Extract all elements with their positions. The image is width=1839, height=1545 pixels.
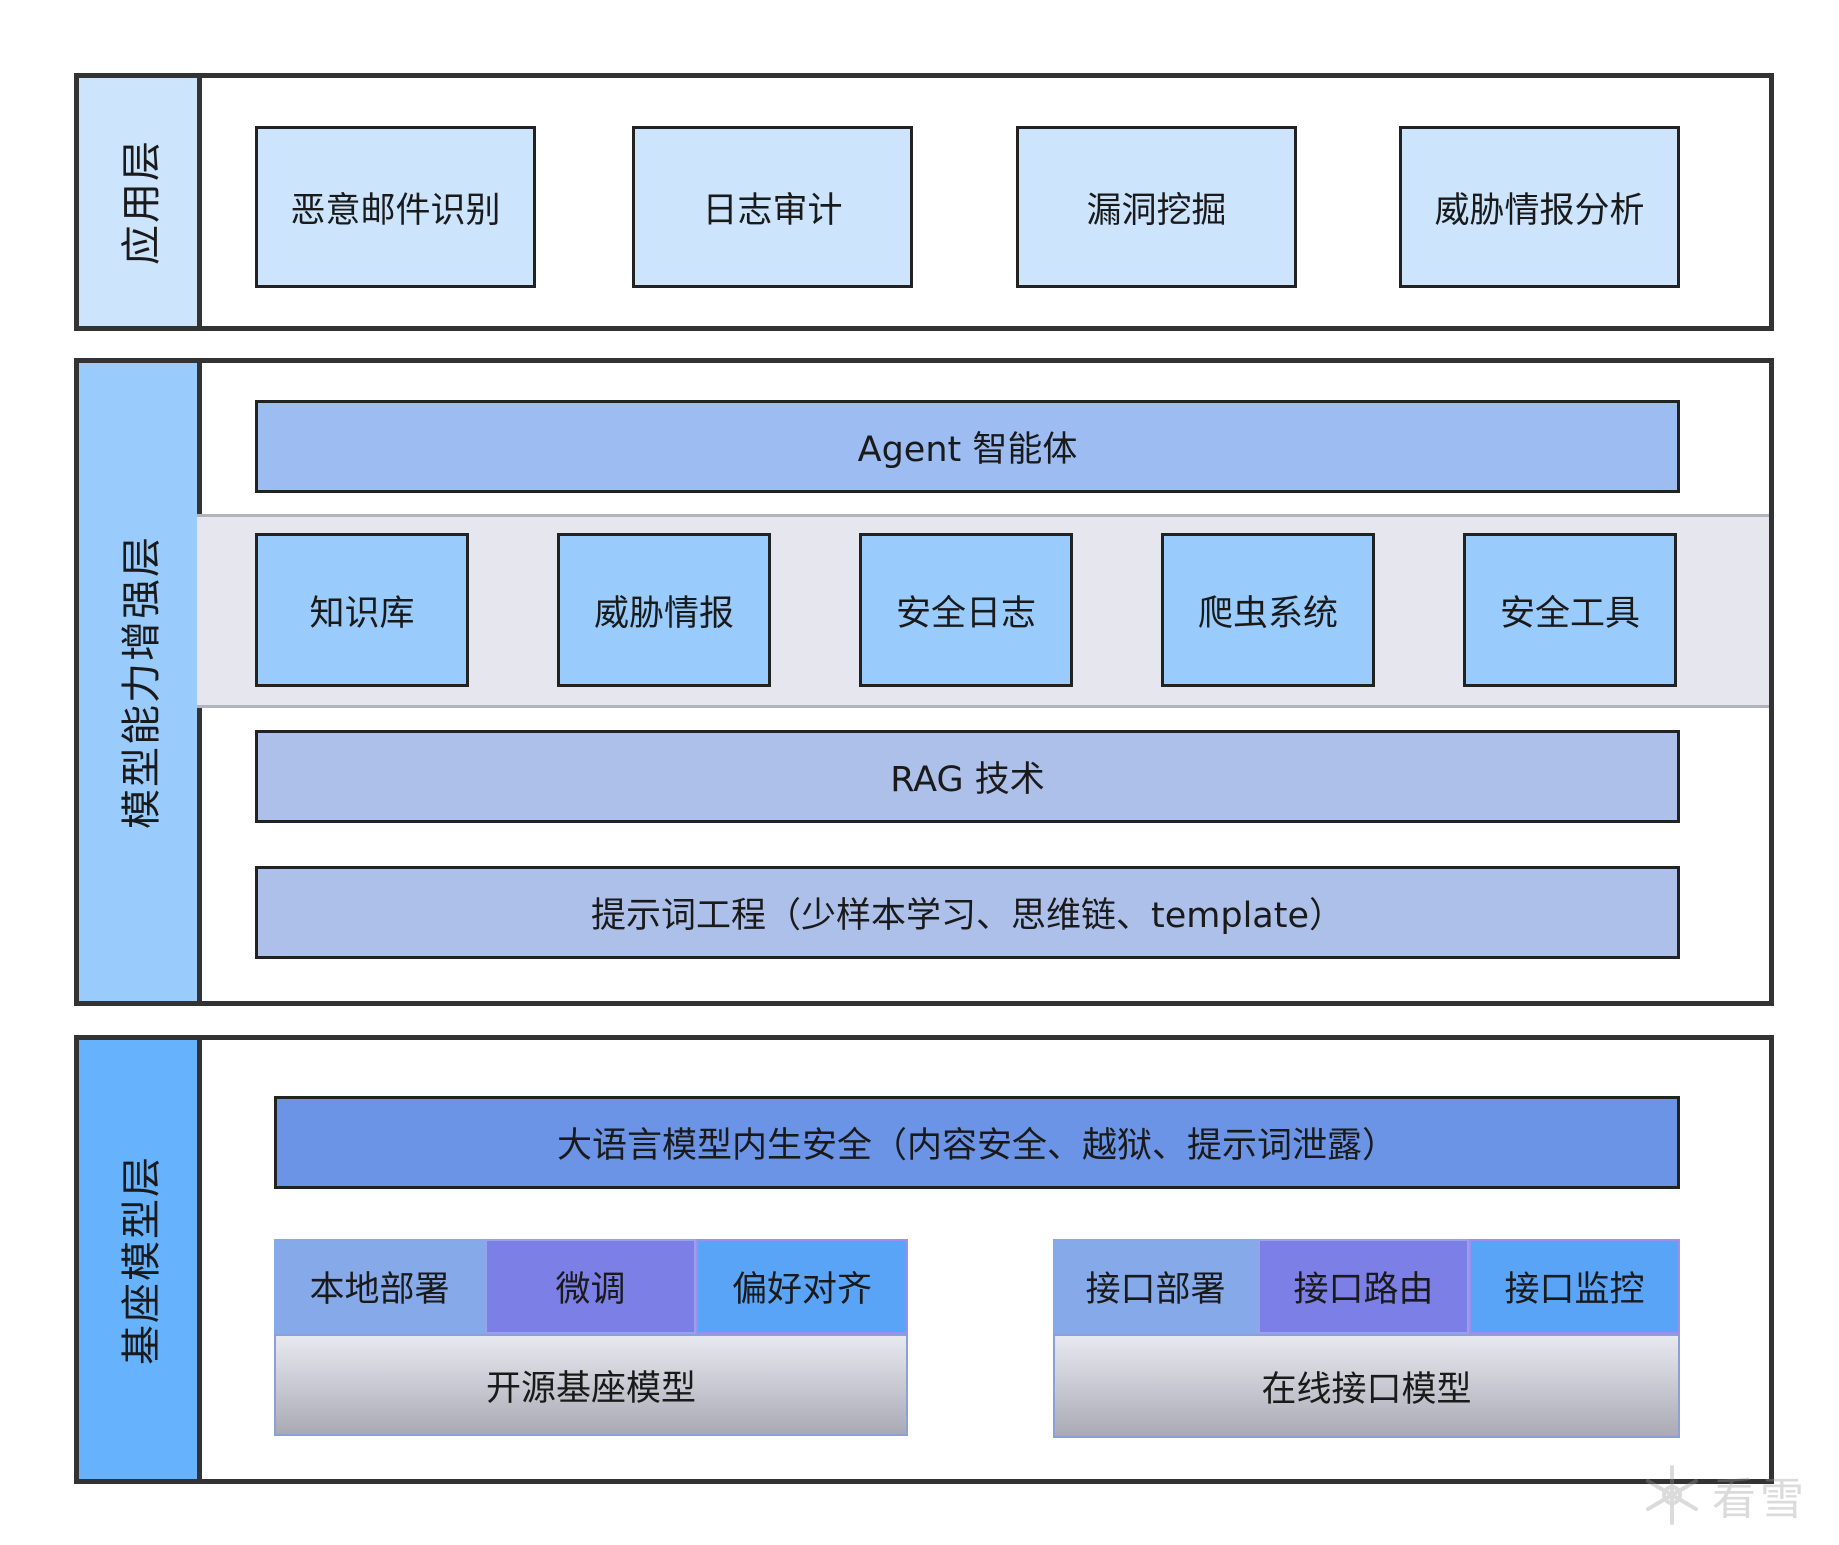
segment-api-routing: 接口路由 xyxy=(1258,1239,1469,1334)
app-box-log-audit: 日志审计 xyxy=(632,126,913,288)
application-layer-title: 应用层 xyxy=(119,139,165,265)
online-api-model: 在线接口模型 xyxy=(1053,1334,1680,1438)
segment-preference-alignment: 偏好对齐 xyxy=(696,1239,908,1334)
prompt-engineering-box: 提示词工程（少样本学习、思维链、template） xyxy=(255,866,1680,959)
llm-safety-box: 大语言模型内生安全（内容安全、越狱、提示词泄露） xyxy=(274,1096,1680,1189)
open-source-base-model: 开源基座模型 xyxy=(274,1334,908,1436)
base-model-layer-label: 基座模型层 xyxy=(79,1040,202,1479)
segment-api-monitoring: 接口监控 xyxy=(1469,1239,1680,1334)
watermark: 看雪 xyxy=(1640,1455,1830,1535)
watermark-text: 看雪 xyxy=(1712,1474,1808,1525)
app-box-threat-intel-analysis: 威胁情报分析 xyxy=(1399,126,1680,288)
source-box-security-log: 安全日志 xyxy=(859,533,1073,687)
base-model-layer-title: 基座模型层 xyxy=(119,1154,165,1365)
segment-finetune: 微调 xyxy=(485,1239,696,1334)
base-model-layer: 基座模型层 大语言模型内生安全（内容安全、越狱、提示词泄露） 本地部署 微调 偏… xyxy=(74,1035,1774,1484)
snowflake-icon xyxy=(1646,1465,1698,1525)
source-box-crawler: 爬虫系统 xyxy=(1161,533,1375,687)
app-box-malicious-email: 恶意邮件识别 xyxy=(255,126,536,288)
rag-box: RAG 技术 xyxy=(255,730,1680,823)
source-box-security-tools: 安全工具 xyxy=(1463,533,1677,687)
enhancement-layer-title: 模型能力增强层 xyxy=(119,535,165,829)
source-box-threat-intel: 威胁情报 xyxy=(557,533,771,687)
application-layer: 应用层 恶意邮件识别 日志审计 漏洞挖掘 威胁情报分析 xyxy=(74,73,1774,331)
app-box-vulnerability-mining: 漏洞挖掘 xyxy=(1016,126,1297,288)
enhancement-layer: 模型能力增强层 Agent 智能体 知识库 威胁情报 安全日志 爬虫系统 安全工… xyxy=(74,358,1774,1006)
segment-api-deploy: 接口部署 xyxy=(1053,1239,1258,1334)
source-box-knowledge-base: 知识库 xyxy=(255,533,469,687)
segment-local-deploy: 本地部署 xyxy=(274,1239,485,1334)
agent-box: Agent 智能体 xyxy=(255,400,1680,493)
enhancement-layer-label: 模型能力增强层 xyxy=(79,363,202,1001)
application-layer-label: 应用层 xyxy=(79,78,202,326)
